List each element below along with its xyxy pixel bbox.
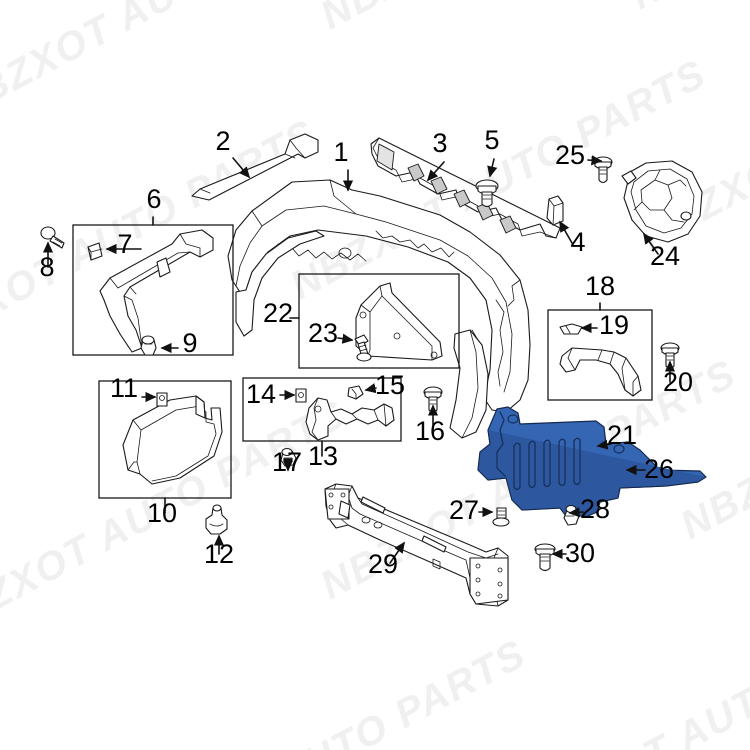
callout-number-27[interactable]: 27: [449, 495, 479, 525]
callout-number-6[interactable]: 6: [146, 184, 161, 214]
leader-15: [364, 383, 377, 394]
part-14-bracket-clip[interactable]: [295, 388, 307, 403]
callout-number-26[interactable]: 26: [644, 454, 674, 484]
leader-lines: [42, 155, 676, 564]
part-11-lower-cover-clip[interactable]: [156, 392, 168, 407]
part-7-rail-clip[interactable]: [87, 242, 103, 261]
callout-number-2[interactable]: 2: [215, 126, 230, 156]
part-29-bumper-reinforcement-bar[interactable]: [324, 483, 509, 607]
leader-24: [643, 232, 659, 255]
callout-number-23[interactable]: 23: [308, 318, 338, 348]
part-12-cover-grommet[interactable]: [205, 504, 228, 535]
part-22-deflector-panel[interactable]: [355, 282, 443, 361]
sub-box-22: [298, 273, 460, 369]
part-20-support-bolt[interactable]: [660, 342, 680, 370]
callout-number-9[interactable]: 9: [182, 328, 197, 358]
callout-number-12[interactable]: 12: [204, 539, 234, 569]
part-18-side-support[interactable]: [559, 347, 642, 397]
part-6-rear-rail[interactable]: [99, 229, 214, 353]
part-3-upper-retainer-bracket[interactable]: [370, 137, 561, 239]
leader-21: [596, 439, 612, 450]
callout-number-19[interactable]: 19: [599, 310, 629, 340]
callout-number-25[interactable]: 25: [555, 140, 585, 170]
part-13-bracket-assembly[interactable]: [305, 397, 395, 441]
part-2-upper-molding[interactable]: [191, 133, 319, 201]
callout-number-21[interactable]: 21: [607, 420, 637, 450]
callout-number-7[interactable]: 7: [117, 229, 132, 259]
part-10-lower-cover[interactable]: [122, 395, 223, 485]
callout-number-20[interactable]: 20: [663, 367, 693, 397]
callout-number-18[interactable]: 18: [585, 271, 615, 301]
part-19-support-clip[interactable]: [559, 323, 583, 335]
callout-number-13[interactable]: 13: [308, 441, 338, 471]
callout-number-30[interactable]: 30: [565, 538, 595, 568]
callout-number-22[interactable]: 22: [263, 298, 293, 328]
callout-number-8[interactable]: 8: [39, 252, 54, 282]
shield-ribs: [513, 437, 581, 491]
callout-number-3[interactable]: 3: [432, 128, 447, 158]
part-23-deflector-screw[interactable]: [354, 334, 372, 362]
callout-number-15[interactable]: 15: [375, 370, 405, 400]
part-27-shield-screw[interactable]: [492, 507, 510, 527]
sub-box-6: [72, 224, 234, 356]
leader-5: [487, 158, 498, 178]
callout-number-17[interactable]: 17: [272, 447, 302, 477]
callout-number-24[interactable]: 24: [650, 241, 680, 271]
part-24-tow-hook-cover[interactable]: [621, 160, 703, 243]
part-5-bumper-cover-screw[interactable]: [475, 179, 499, 208]
callout-number-10[interactable]: 10: [147, 498, 177, 528]
callout-number-1[interactable]: 1: [333, 137, 348, 167]
callout-number-16[interactable]: 16: [415, 416, 445, 446]
leader-3: [426, 161, 445, 182]
leader-28: [568, 507, 584, 518]
leader-4: [559, 220, 573, 244]
leader-2: [232, 157, 251, 179]
sub-box-10: [98, 380, 232, 499]
callout-number-4[interactable]: 4: [570, 227, 585, 257]
part-15-bracket-retainer[interactable]: [347, 385, 364, 400]
callout-number-11[interactable]: 11: [110, 373, 138, 403]
part-9-rail-nut[interactable]: [140, 335, 157, 356]
callout-number-28[interactable]: 28: [580, 494, 610, 524]
part-8-rail-bolt[interactable]: [40, 226, 65, 249]
leader-23: [337, 333, 354, 344]
leader-29: [389, 541, 405, 564]
leader-25: [587, 155, 603, 166]
callout-number-14[interactable]: 14: [246, 379, 276, 409]
part-26-engine-under-shield[interactable]: [477, 406, 707, 517]
callout-number-29[interactable]: 29: [368, 549, 398, 579]
callout-number-5[interactable]: 5: [484, 125, 499, 155]
